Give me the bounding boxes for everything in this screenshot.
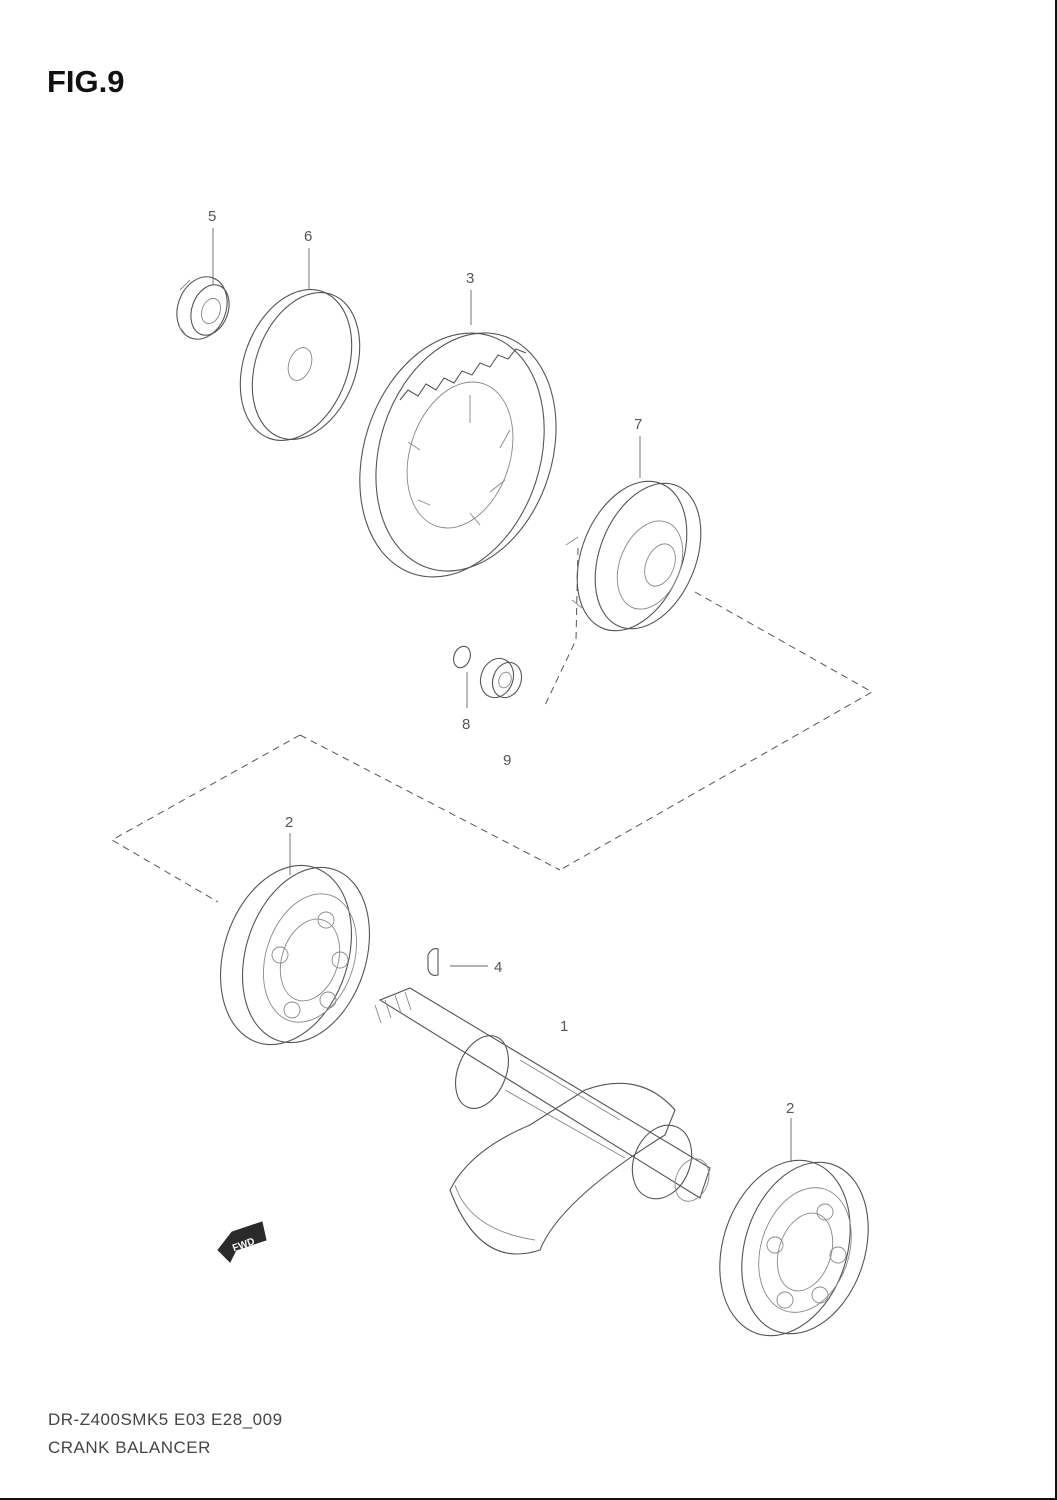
part-5-nut xyxy=(176,276,230,340)
callout-3: 3 xyxy=(466,270,474,287)
callout-7: 7 xyxy=(634,416,642,433)
part-7-drive-gear xyxy=(565,480,702,632)
diagram-name: CRANK BALANCER xyxy=(48,1438,211,1457)
leader-lines xyxy=(212,228,792,1162)
part-2-bearing-left xyxy=(219,864,371,1046)
diagram-code: DR-Z400SMK5 E03 E28_009 xyxy=(48,1410,283,1429)
callout-1: 1 xyxy=(560,1018,568,1035)
callout-numbers: 5 6 3 7 8 9 2 4 1 2 xyxy=(208,208,794,1117)
callout-4: 4 xyxy=(494,959,502,976)
callout-6: 6 xyxy=(304,228,312,245)
parts-8-9-washer-nut xyxy=(453,645,523,699)
part-3-gear xyxy=(359,332,557,578)
assembly-lines-lower xyxy=(110,734,561,903)
part-4-key xyxy=(427,948,439,976)
callout-5: 5 xyxy=(208,208,216,225)
callout-2-right: 2 xyxy=(786,1100,794,1117)
assembly-lines-upper xyxy=(544,547,874,871)
callout-9: 9 xyxy=(503,752,511,769)
callout-8: 8 xyxy=(462,716,470,733)
part-6-washer xyxy=(239,289,361,441)
part-1-balancer-shaft xyxy=(374,987,711,1255)
callout-2-left: 2 xyxy=(285,814,293,831)
fwd-arrow-icon: FWD xyxy=(217,1221,267,1263)
part-2-bearing-right xyxy=(719,1159,869,1337)
figure-title: FIG.9 xyxy=(47,64,125,99)
